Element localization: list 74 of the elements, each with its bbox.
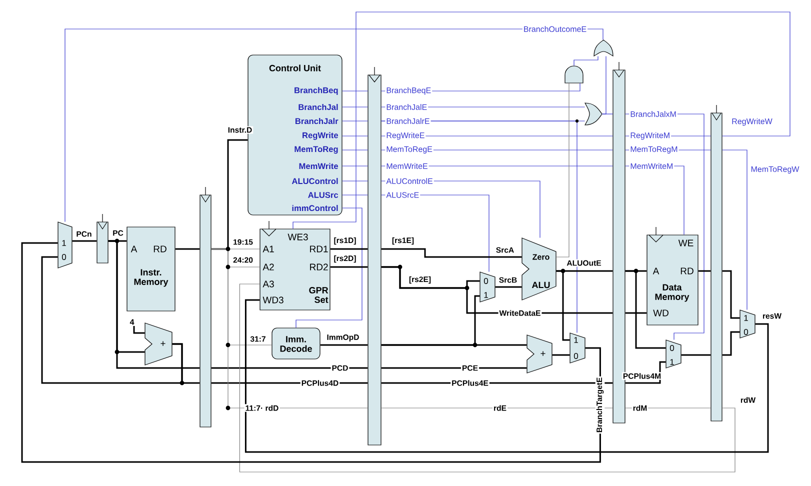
wire (625, 312, 647, 314)
wire (175, 248, 200, 250)
edge-label: ALUSrcE (385, 191, 420, 199)
register-file: WE3 A1 RD1 A2 RD2 A3 WD3 GPR Set (260, 220, 330, 310)
wire (722, 150, 748, 310)
wire (342, 90, 368, 92)
wire (244, 299, 769, 453)
memory-block: WE A RD Data Memory WD (646, 226, 698, 326)
wire (211, 139, 248, 250)
adder: + (144, 322, 172, 366)
wire (342, 180, 368, 182)
pipeline-register (368, 66, 382, 446)
edge-label: MemWriteM (629, 162, 674, 170)
alu: Zero ALU (522, 238, 556, 300)
wire (342, 194, 368, 196)
wire (320, 344, 368, 346)
edge-label: MemWriteE (385, 162, 429, 170)
pipeline-register (710, 104, 722, 422)
wire (552, 354, 570, 356)
wire (21, 242, 601, 463)
multiplexer: 1 0 (58, 222, 72, 268)
wire (698, 270, 711, 272)
multiplexer: 1 0 (570, 332, 586, 364)
wire (381, 248, 522, 258)
edge-label: RegWriteE (385, 131, 426, 141)
wire (556, 270, 570, 341)
wire (64, 28, 604, 222)
wire (625, 361, 666, 384)
multiplexer: 1 0 (740, 310, 756, 338)
wire (239, 284, 736, 472)
register (96, 214, 108, 264)
wire (330, 248, 368, 250)
memory-block: A RD Instr. Memory (126, 226, 176, 312)
edge-label: MemToRegW (750, 165, 800, 175)
wire (72, 240, 97, 242)
edge-label: RegWriteW (730, 117, 774, 127)
wire (556, 82, 570, 258)
wire (211, 367, 368, 369)
pipeline-register (612, 62, 626, 424)
or-gate (584, 102, 602, 126)
wire (296, 208, 362, 328)
wire (292, 12, 790, 229)
edge-label: BranchOutcomeE (522, 25, 588, 33)
wire (342, 106, 368, 108)
constant-label: 4 (130, 319, 134, 325)
wire (330, 266, 368, 268)
wire (722, 331, 740, 356)
wire (625, 270, 666, 349)
edge-label: RegWriteM (629, 131, 672, 141)
wire (722, 270, 740, 319)
edge-label: MemToRegM (629, 145, 679, 155)
and-gate (564, 66, 584, 84)
wire (381, 367, 527, 369)
wire (108, 240, 200, 369)
adder: + (526, 334, 552, 374)
wire (495, 286, 522, 288)
wire (681, 354, 711, 356)
pipeline-register (200, 186, 212, 428)
wire (133, 326, 145, 334)
wire (342, 120, 368, 122)
multiplexer: 0 1 (480, 272, 496, 302)
or-gate (594, 40, 614, 56)
wire (41, 256, 183, 384)
edge-label: BranchJalE (385, 103, 428, 111)
decoder-box: Imm. Decode (272, 328, 320, 360)
wire (381, 344, 527, 346)
edge-label: BranchJalxM (629, 110, 678, 118)
wire (574, 56, 598, 66)
edge-label: BranchBeqE (385, 86, 432, 96)
multiplexer: 0 1 (666, 340, 682, 368)
wire (211, 248, 368, 408)
edge-label: BranchJalrE (385, 117, 431, 125)
edge-label: ALUControlE (385, 177, 434, 185)
edge-label: MemToRegE (385, 145, 434, 155)
